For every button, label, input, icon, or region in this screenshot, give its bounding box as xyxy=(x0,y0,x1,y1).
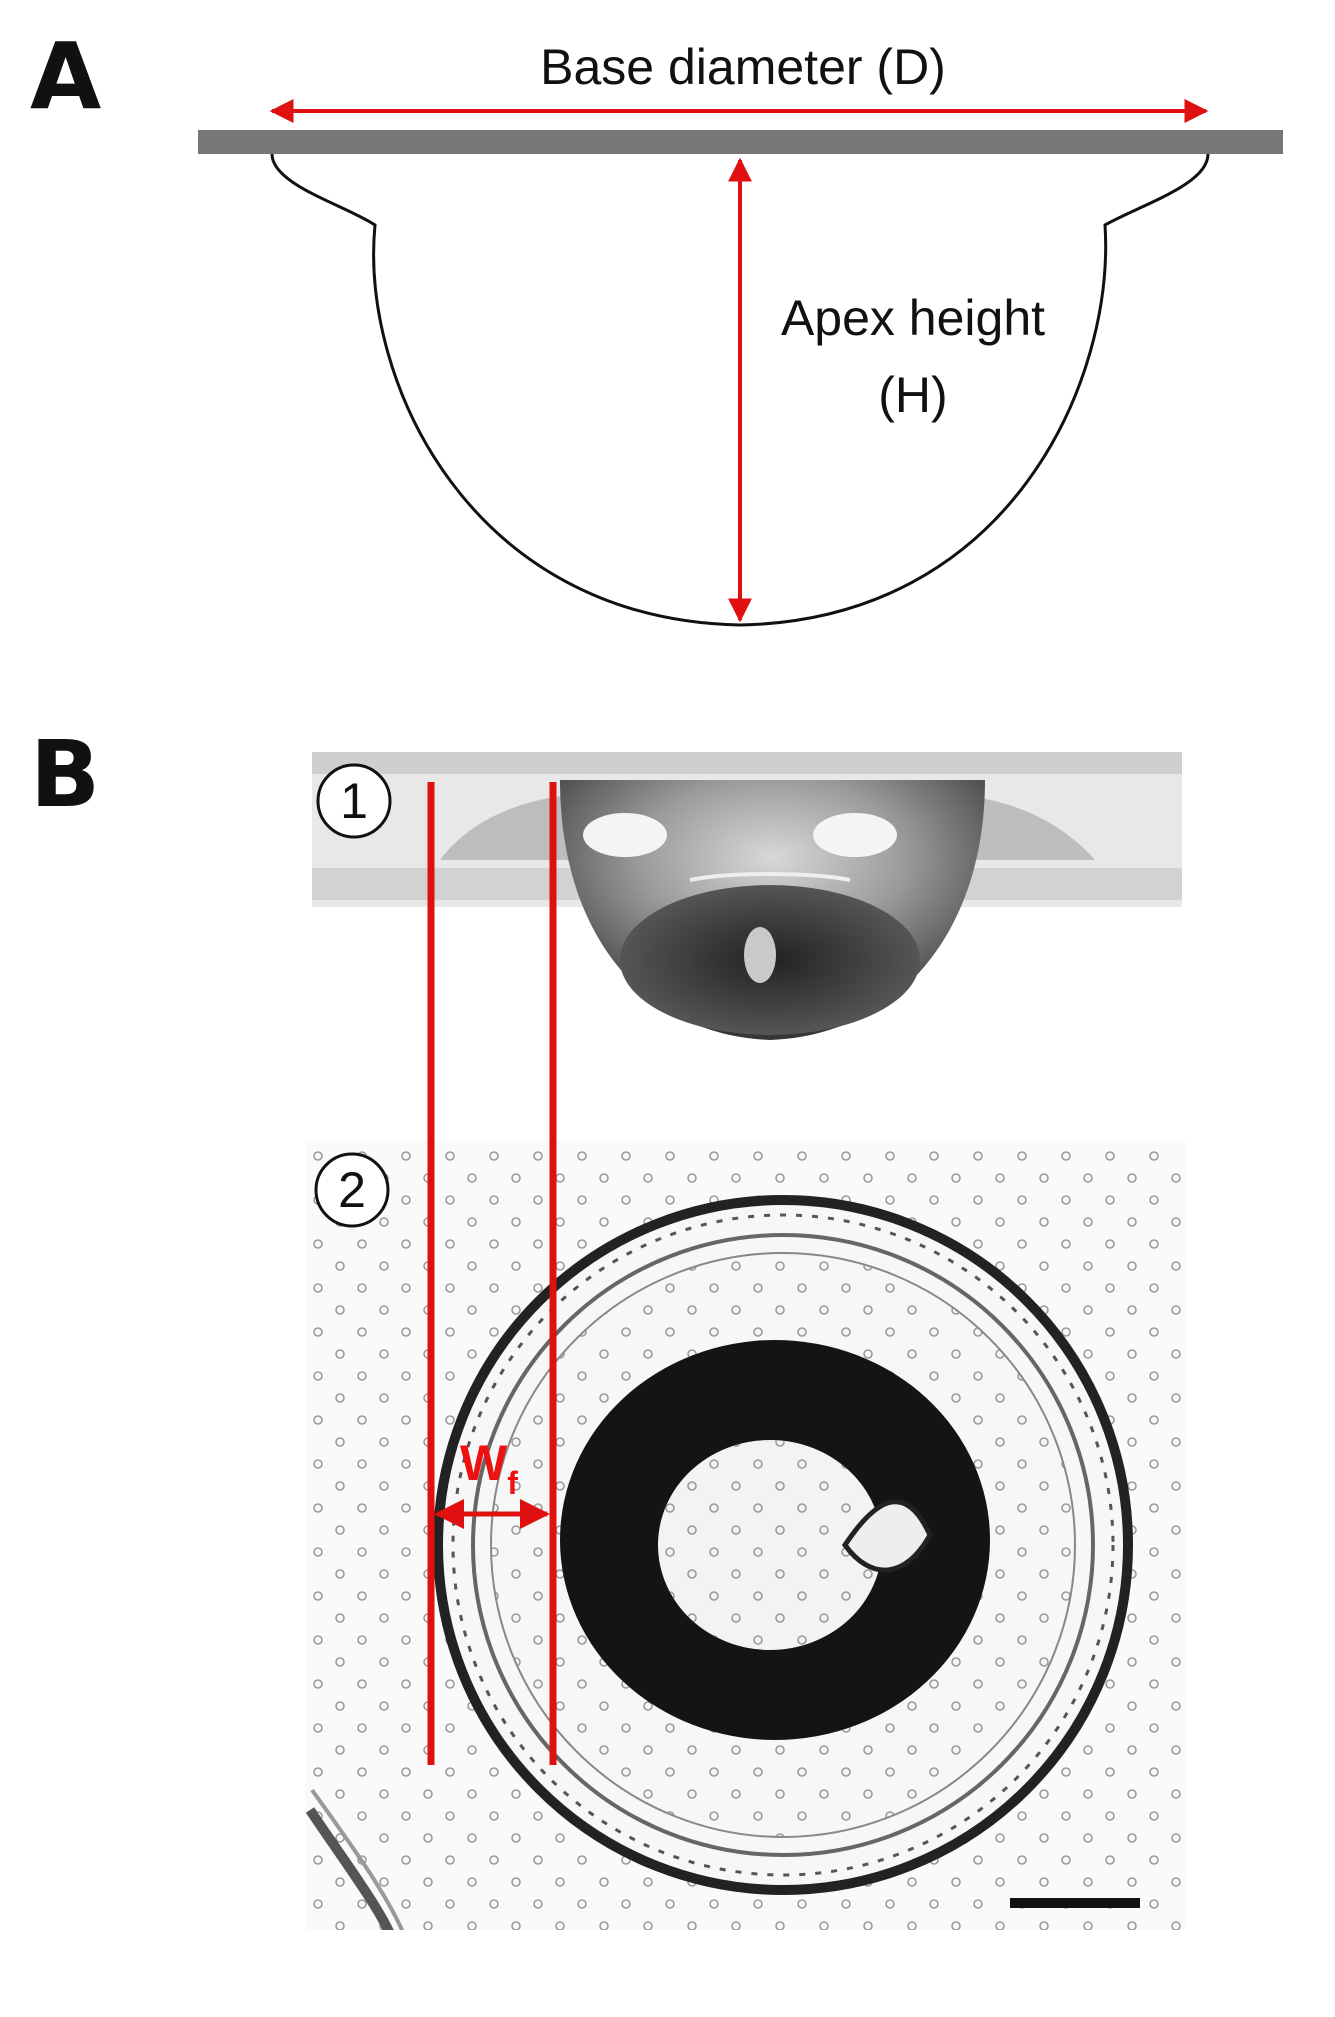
view-2-number: 2 xyxy=(338,1162,366,1218)
bottom-view-micrograph xyxy=(305,1140,1185,1930)
substrate-bar xyxy=(198,130,1283,154)
panel-a: A Base diameter (D) Apex height (H) xyxy=(30,23,1283,627)
wf-label: Wf xyxy=(460,1435,518,1501)
view-2-badge xyxy=(314,1152,390,1228)
side-view-micrograph xyxy=(312,752,1182,1040)
scale-bar xyxy=(1010,1898,1140,1908)
panel-b-letter: B xyxy=(30,721,100,828)
drop-outline xyxy=(270,153,1210,627)
base-diameter-label: Base diameter (D) xyxy=(540,39,946,95)
panel-a-letter: A xyxy=(30,23,101,130)
wf-label-subscript: f xyxy=(507,1465,518,1501)
view-1-badge xyxy=(316,763,392,839)
apex-height-label-line2: (H) xyxy=(878,367,947,423)
panel-b: B 1 xyxy=(30,721,1185,1930)
wf-label-main: W xyxy=(460,1435,508,1491)
view-1-number: 1 xyxy=(340,773,368,829)
apex-height-label-line1: Apex height xyxy=(781,290,1045,346)
